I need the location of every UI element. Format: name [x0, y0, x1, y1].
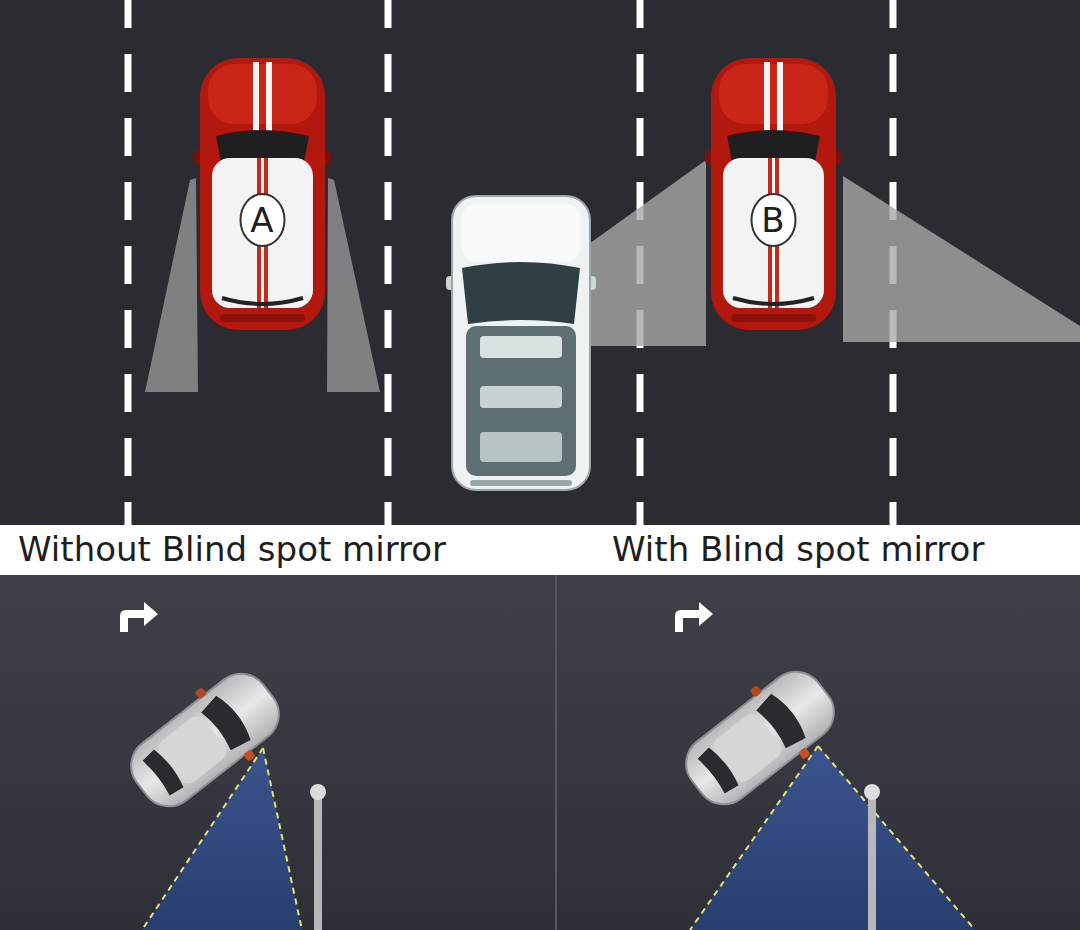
caption-text: Without Blind spot mirror [18, 531, 446, 568]
car-letter: B [761, 202, 784, 239]
car-letter: A [250, 202, 273, 239]
caption-text: With Blind spot mirror [612, 531, 984, 568]
